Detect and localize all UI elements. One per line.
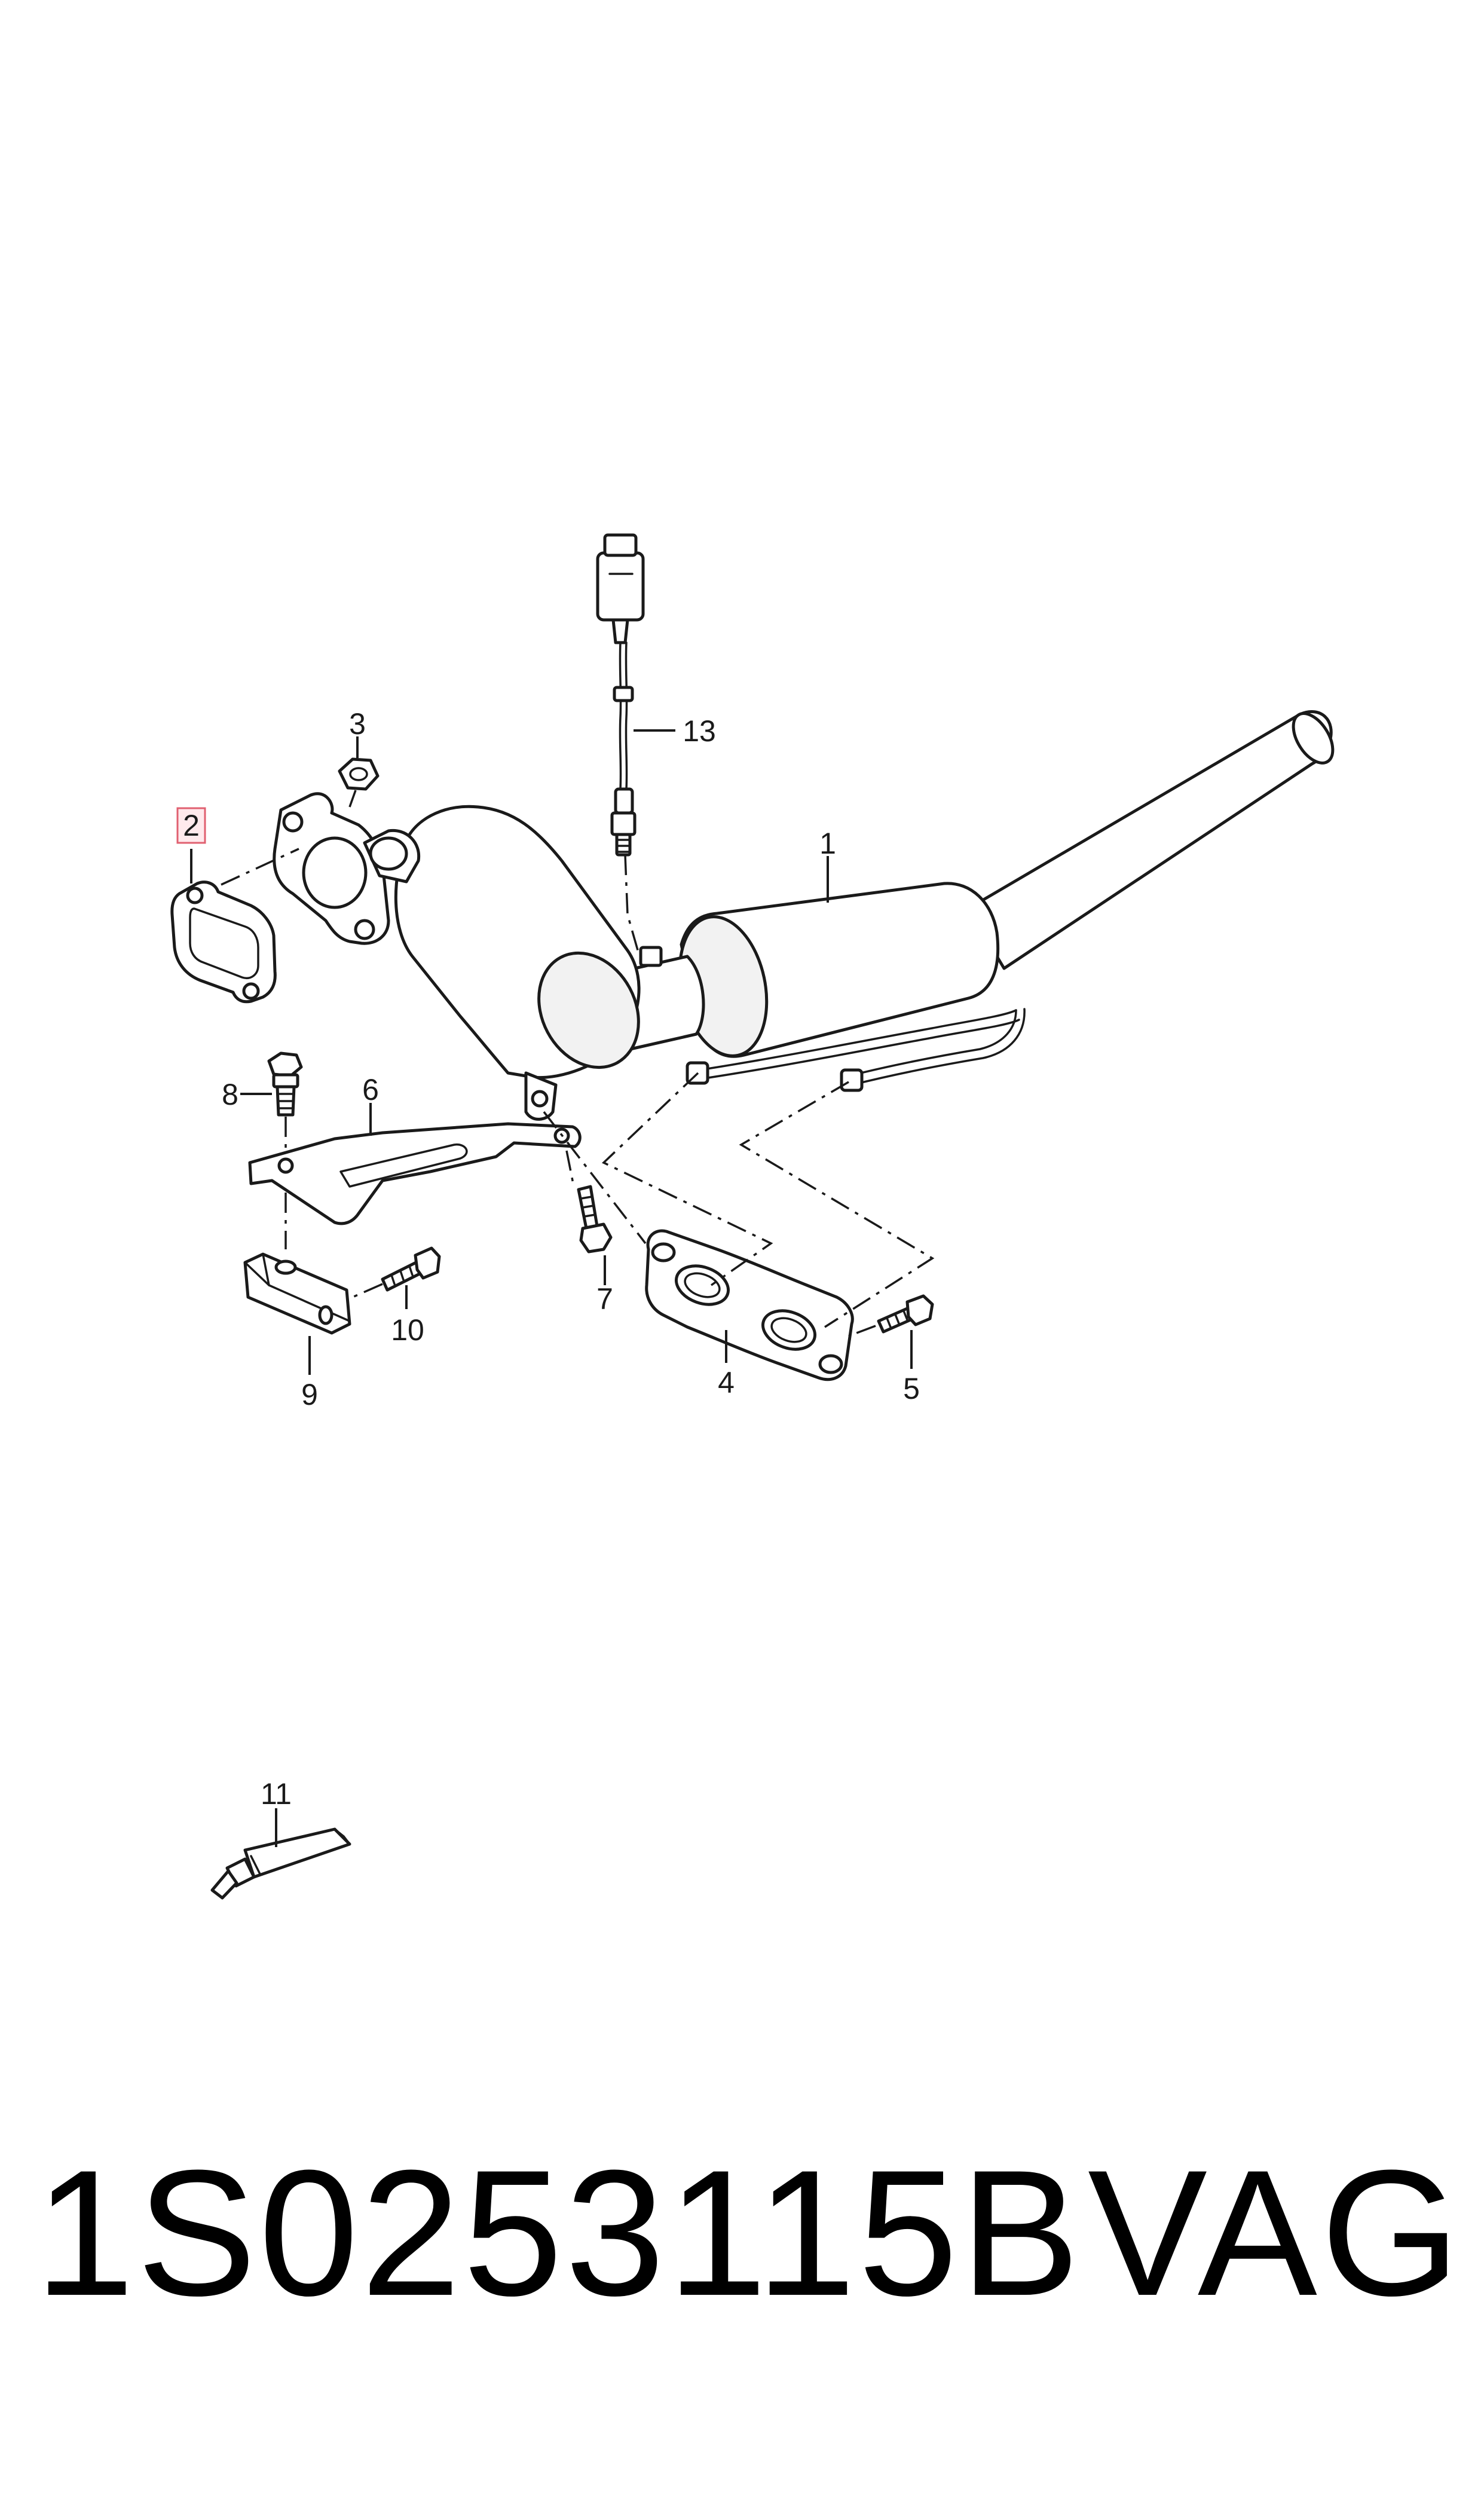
bolt-5: [877, 1294, 934, 1334]
part-number: 1S0253115B: [35, 2132, 1082, 2333]
callout-6: 6: [362, 1073, 379, 1106]
bolt-10-axis-line: [352, 1283, 383, 1298]
callout-13: 13: [683, 714, 716, 748]
catalytic-converter-1: [273, 710, 1335, 1121]
callout-5: 5: [903, 1372, 920, 1405]
gasket-axis-line: [221, 848, 299, 886]
callout-8: 8: [222, 1078, 238, 1111]
callout-11: 11: [261, 1777, 292, 1811]
assembly-line-c: [543, 1111, 647, 1245]
bolt-7: [577, 1185, 613, 1254]
callout-7: 7: [596, 1282, 613, 1316]
clamp-9: [243, 1252, 351, 1335]
callout-2-highlight: [176, 807, 206, 844]
callout-10: 10: [391, 1313, 424, 1347]
callout-9: 9: [301, 1378, 318, 1411]
assembly-line-a: [601, 1072, 773, 1286]
gasket-4: [645, 1229, 854, 1381]
assembly-line-b: [739, 1081, 935, 1328]
bracket-6: [248, 1122, 582, 1225]
bolt-10: [381, 1246, 441, 1292]
callout-4: 4: [718, 1366, 735, 1399]
nut-3: [338, 757, 380, 791]
callout-labels: 1 2 3 13 8 6 7 10 9 4 5 11: [176, 707, 920, 1811]
bolt-8: [267, 1051, 303, 1117]
callout-1: 1: [819, 827, 836, 860]
sensor-13: [596, 533, 645, 857]
brand: VAG: [1088, 2132, 1464, 2333]
callout-3: 3: [349, 707, 366, 741]
gasket-2: [170, 881, 277, 1004]
sensor-13-axis-line: [624, 854, 641, 957]
bolt-7-axis-line: [565, 1150, 575, 1187]
nut-axis-line: [348, 790, 357, 808]
callout-2: 2: [183, 809, 200, 842]
sealant-tube-11: [210, 1827, 351, 1900]
bolt-5-axis-line: [848, 1325, 876, 1337]
